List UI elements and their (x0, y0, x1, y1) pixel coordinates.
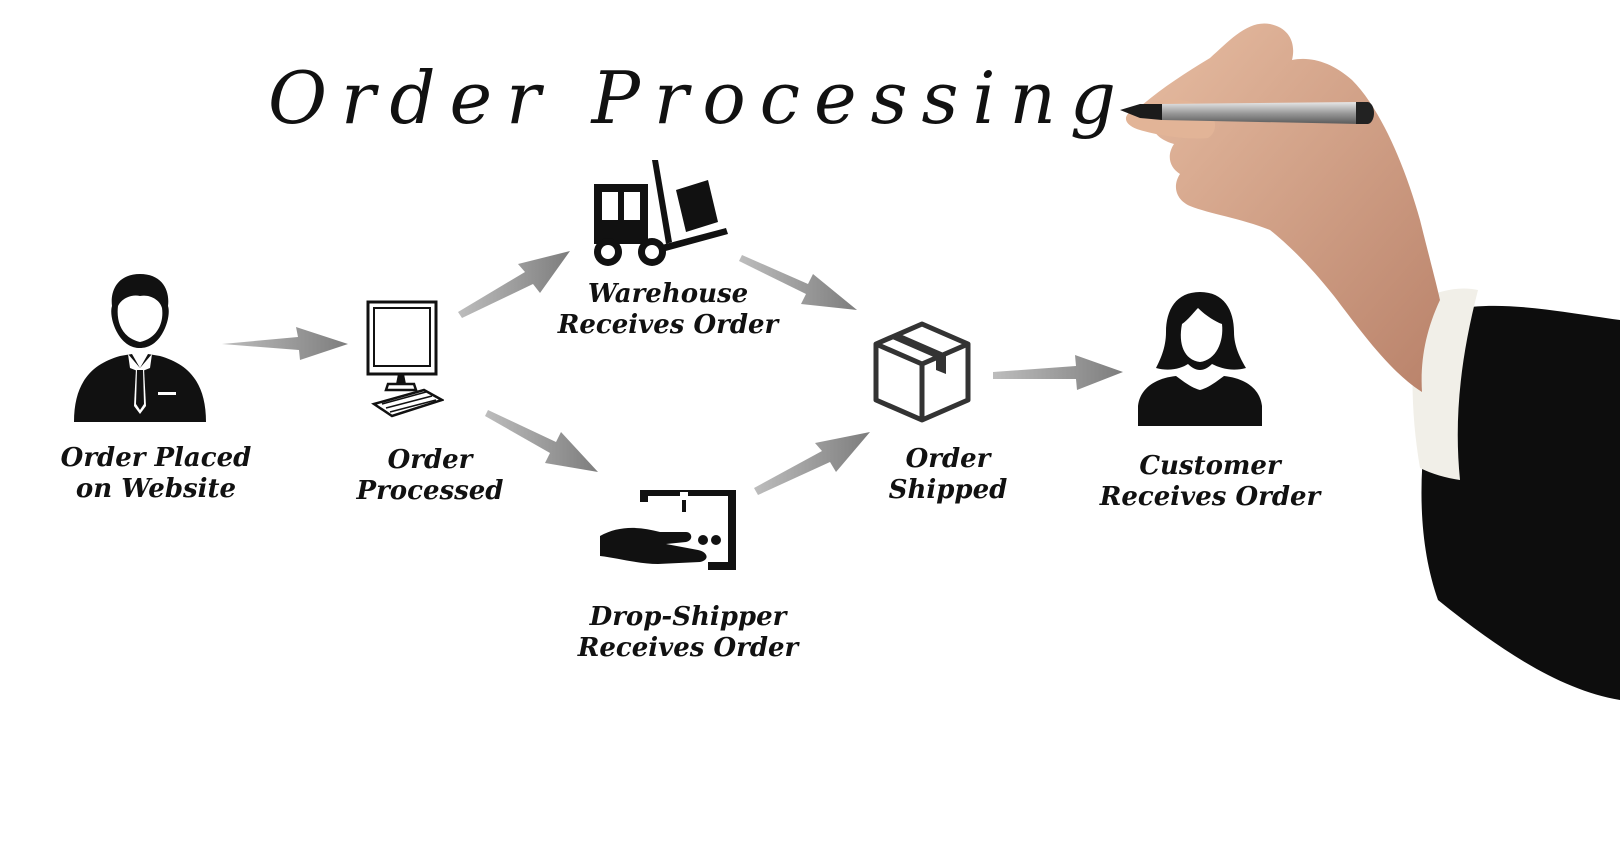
arrow-shipped-to-customer (993, 355, 1123, 390)
hand-package-icon (600, 490, 736, 570)
businessman-icon (74, 274, 206, 422)
pen-cap (1356, 102, 1374, 124)
label-warehouse-line2: Receives Order (557, 310, 779, 340)
label-order-shipped: Order Shipped (848, 444, 1048, 506)
label-order-processed-line1: Order (387, 445, 473, 475)
label-warehouse: Warehouse Receives Order (548, 279, 788, 341)
label-order-processed-line2: Processed (356, 476, 504, 506)
label-warehouse-line1: Warehouse (587, 279, 749, 309)
suit-sleeve (1421, 305, 1620, 700)
pen-tip (1120, 104, 1162, 120)
woman-icon (1138, 292, 1262, 426)
shirt-cuff (1412, 288, 1478, 480)
computer-icon (366, 300, 444, 418)
forklift-icon (594, 160, 728, 266)
hand (1128, 23, 1440, 393)
box-icon (873, 321, 971, 423)
diagram-title: Order Processing (268, 56, 1130, 140)
pen-body (1162, 102, 1369, 124)
label-order-placed: Order Placed on Website (40, 443, 272, 505)
label-customer: Customer Receives Order (1080, 451, 1340, 513)
label-drop-shipper: Drop-Shipper Receives Order (568, 602, 808, 664)
label-customer-line1: Customer (1139, 451, 1281, 481)
label-drop-shipper-line2: Receives Order (577, 633, 799, 663)
label-order-shipped-line2: Shipped (888, 475, 1008, 505)
hand-with-pen-illustration (1120, 23, 1620, 700)
label-customer-line2: Receives Order (1099, 482, 1321, 512)
label-order-placed-line2: on Website (75, 474, 237, 504)
arrow-placed-to-processed (222, 327, 348, 360)
label-order-placed-line1: Order Placed (60, 443, 252, 473)
label-order-processed: Order Processed (330, 445, 530, 507)
label-drop-shipper-line1: Drop-Shipper (589, 602, 787, 632)
label-order-shipped-line1: Order (905, 444, 991, 474)
